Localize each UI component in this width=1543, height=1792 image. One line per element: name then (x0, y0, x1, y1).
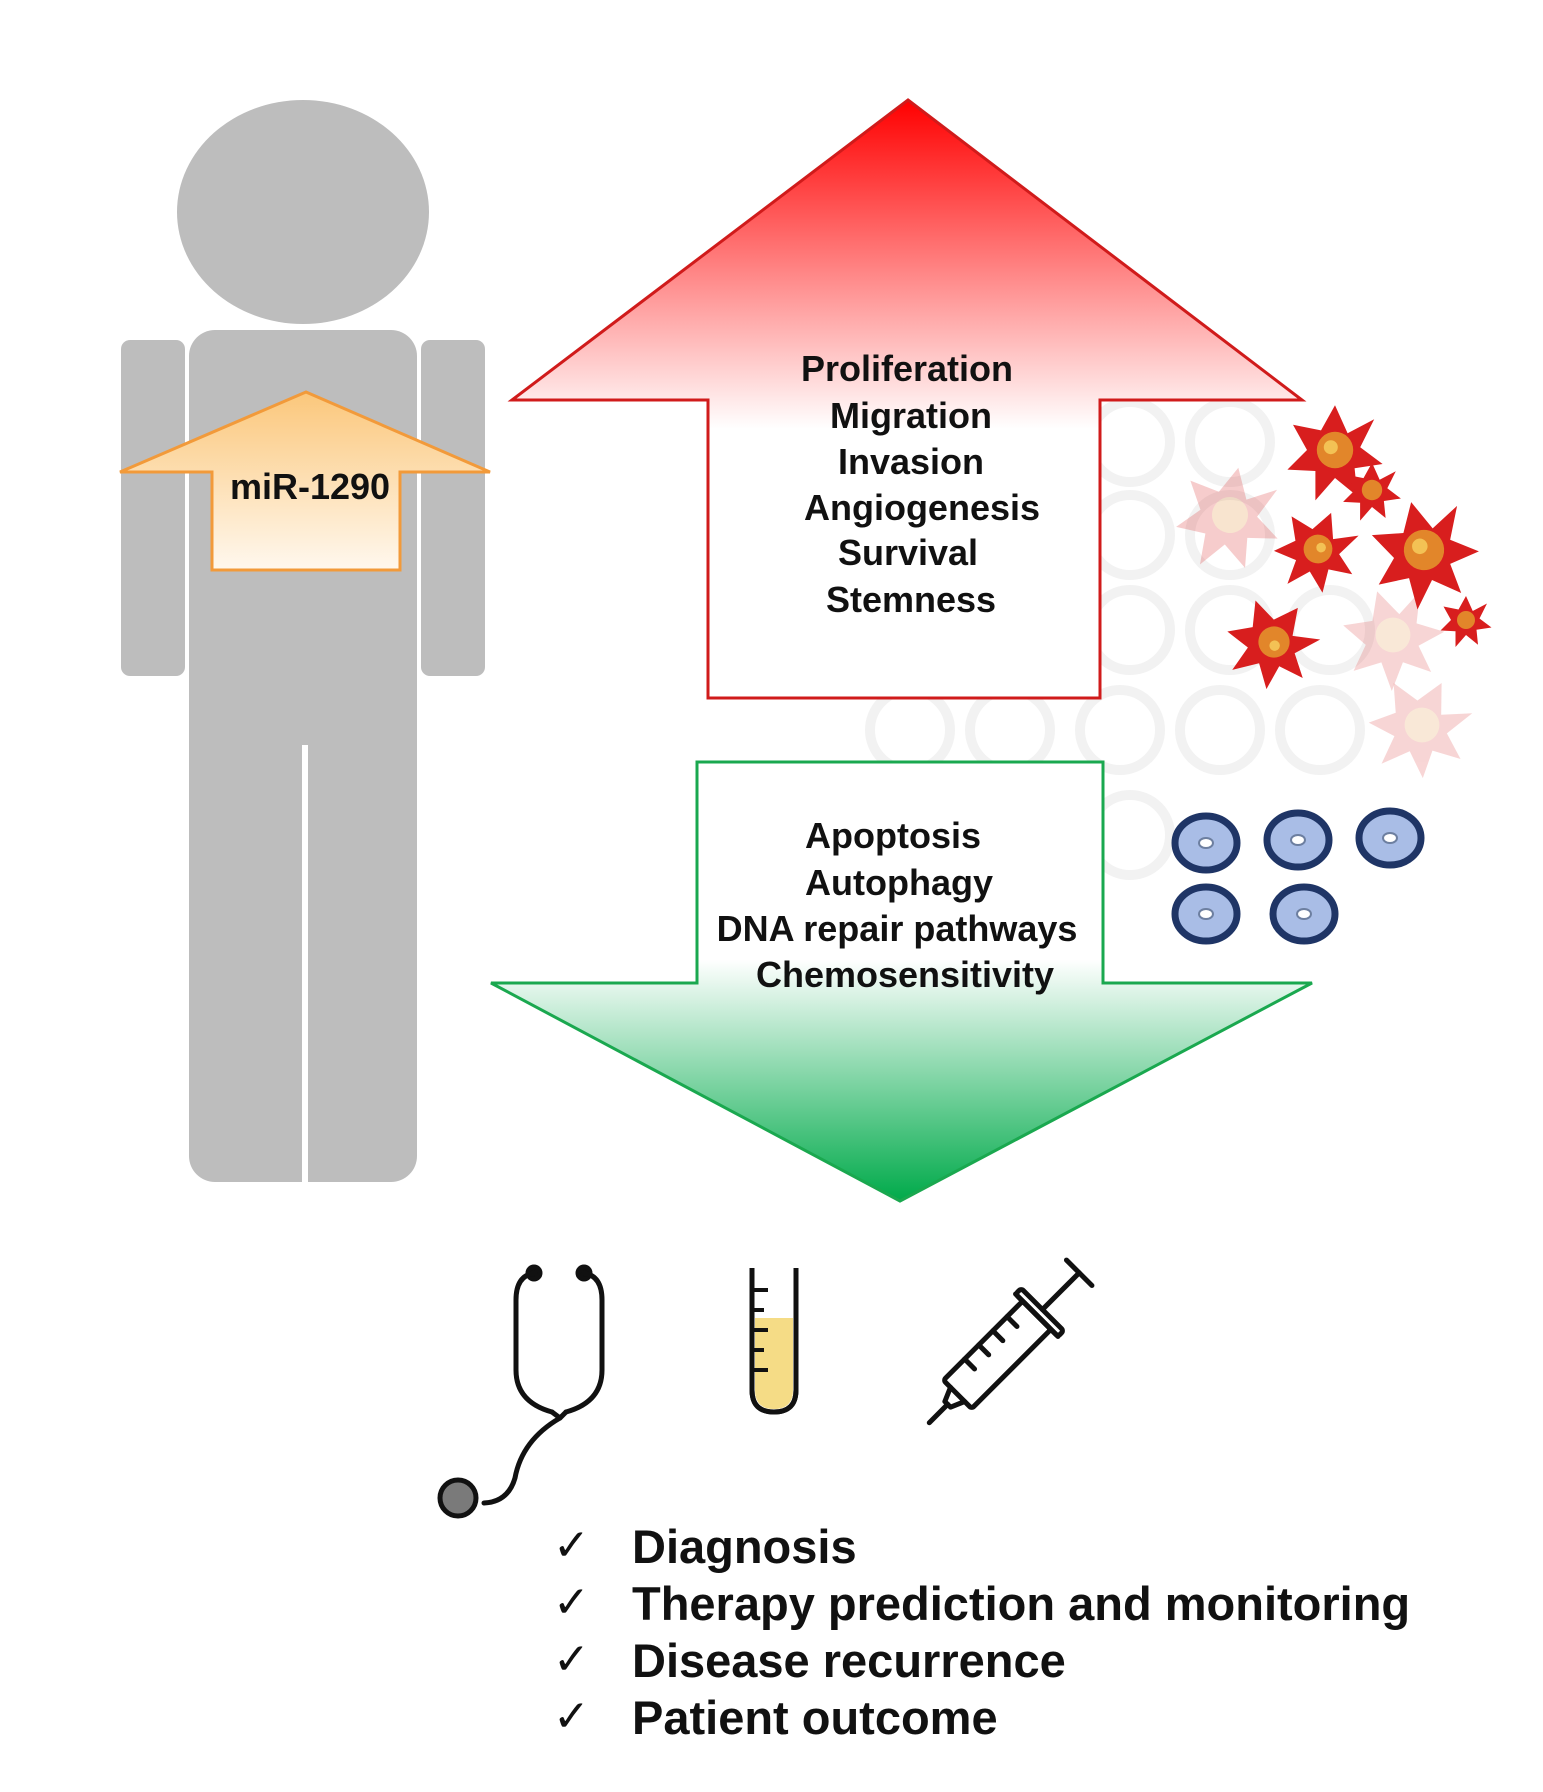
down-item: DNA repair pathways (717, 908, 1078, 949)
cancer-cells (1176, 405, 1492, 779)
outcome-label: Disease recurrence (632, 1634, 1066, 1687)
normal-cell (1171, 883, 1241, 945)
up-item: Invasion (838, 441, 984, 482)
down-item: Apoptosis (805, 815, 981, 856)
outcome-label: Diagnosis (632, 1520, 857, 1573)
outcome-label: Therapy prediction and monitoring (632, 1577, 1410, 1630)
mir-1290-up-arrow: miR-1290 (119, 390, 491, 572)
person-left-arm (121, 340, 185, 676)
down-item: Chemosensitivity (756, 954, 1054, 995)
cancer-cell-faded (1368, 682, 1473, 779)
up-arrow: Proliferation Migration Invasion Angioge… (507, 98, 1307, 700)
checklist-item: ✓ Diagnosis (553, 1520, 857, 1573)
cancer-cell-faded (1343, 591, 1445, 691)
down-arrow-list: Apoptosis Autophagy DNA repair pathways … (717, 815, 1078, 995)
check-icon: ✓ (553, 1691, 590, 1742)
down-arrow: Apoptosis Autophagy DNA repair pathways … (490, 760, 1313, 1203)
checklist-item: ✓ Therapy prediction and monitoring (553, 1577, 1410, 1630)
up-item: Proliferation (801, 348, 1013, 389)
cancer-cell (1343, 462, 1401, 521)
cancer-cell (1227, 600, 1321, 690)
test-tube-icon (749, 1268, 799, 1415)
normal-cell (1263, 809, 1333, 871)
stethoscope-icon (437, 1264, 605, 1519)
person-silhouette (121, 100, 485, 1182)
cancer-cell (1287, 405, 1383, 501)
down-item: Autophagy (805, 862, 993, 903)
up-arrow-list: Proliferation Migration Invasion Angioge… (801, 348, 1040, 620)
up-item: Angiogenesis (804, 487, 1040, 528)
person-right-arm (421, 340, 485, 676)
cancer-cell (1371, 502, 1479, 610)
mir-1290-label: miR-1290 (230, 466, 390, 507)
up-item: Stemness (826, 579, 996, 620)
person-head (177, 100, 429, 324)
cancer-cell (1273, 512, 1359, 593)
normal-cell (1269, 883, 1339, 945)
syringe-icon (926, 1257, 1095, 1426)
checklist-item: ✓ Patient outcome (553, 1691, 998, 1744)
check-icon: ✓ (553, 1520, 590, 1571)
cancer-cell-faded (1176, 467, 1278, 568)
normal-cells (1171, 807, 1425, 945)
normal-cell (1171, 812, 1241, 874)
check-icon: ✓ (553, 1634, 590, 1685)
check-icon: ✓ (553, 1577, 590, 1628)
outcome-label: Patient outcome (632, 1691, 998, 1744)
normal-cell (1355, 807, 1425, 869)
up-item: Survival (838, 532, 978, 573)
person-leg-gap (302, 745, 308, 1182)
outcome-checklist: ✓ Diagnosis ✓ Therapy prediction and mon… (553, 1520, 1410, 1744)
checklist-item: ✓ Disease recurrence (553, 1634, 1066, 1687)
cancer-cell (1440, 596, 1492, 647)
up-item: Migration (830, 395, 992, 436)
